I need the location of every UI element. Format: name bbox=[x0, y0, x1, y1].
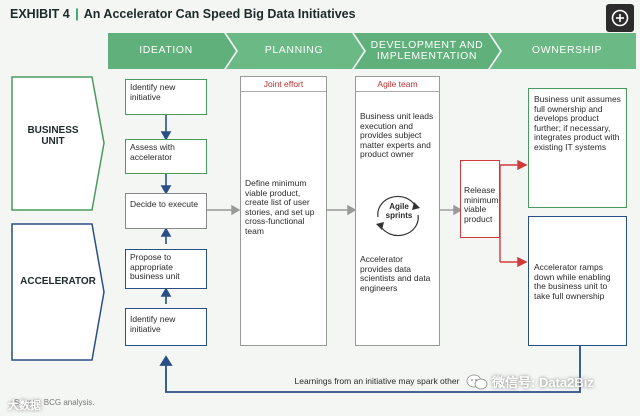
stage-chevron-ownership bbox=[490, 33, 636, 69]
lane-label-business-unit: BUSINESS UNIT bbox=[27, 125, 79, 147]
stage-label-ownership: OWNERSHIP bbox=[531, 44, 603, 57]
ownership-business-box: Business unit assumes full ownership and… bbox=[528, 88, 627, 208]
exhibit-title: EXHIBIT 4 | An Accelerator Can Speed Big… bbox=[10, 7, 356, 21]
planning-header: Joint effort bbox=[241, 77, 326, 92]
title-separator: | bbox=[75, 7, 79, 21]
assess-with-accelerator-box: Assess with accelerator bbox=[125, 139, 207, 174]
development-business-text: Business unit leads execution and provid… bbox=[360, 111, 434, 160]
propose-to-business-unit-box: Propose to appropriate business unit bbox=[125, 249, 207, 289]
agile-sprints-label: Agile sprints bbox=[385, 202, 413, 220]
watermark-right: 微信号: Data2Biz bbox=[466, 372, 594, 391]
stage-bar bbox=[108, 33, 636, 69]
source-note: Source: BCG analysis. bbox=[14, 398, 95, 407]
stage-chevron-planning bbox=[226, 33, 364, 69]
lane-label-accelerator: ACCELERATOR bbox=[20, 276, 96, 287]
development-box: Agile team Business unit leads execution… bbox=[355, 76, 440, 346]
release-mvp-box: Release minimum viable product bbox=[460, 160, 500, 238]
planning-text: Define minimum viable product, create li… bbox=[245, 178, 315, 236]
ownership-accelerator-box: Accelerator ramps down while enabling th… bbox=[528, 216, 627, 346]
agile-sprints-cycle-icon bbox=[376, 195, 420, 237]
stage-label-planning: PLANNING bbox=[264, 44, 324, 57]
stage-chevron-ideation bbox=[108, 33, 236, 69]
stage-chevron-development bbox=[354, 33, 500, 69]
expand-button[interactable] bbox=[606, 4, 634, 32]
exhibit-title-text: An Accelerator Can Speed Big Data Initia… bbox=[83, 7, 356, 21]
feedback-loop-label: Learnings from an initiative may spark o… bbox=[262, 374, 492, 388]
decide-to-execute-box: Decide to execute bbox=[125, 193, 207, 229]
plus-icon bbox=[611, 9, 629, 27]
exhibit-number: EXHIBIT 4 bbox=[10, 7, 70, 21]
identify-initiative-accelerator-box: Identify new initiative bbox=[125, 308, 207, 346]
lane-chevron-business bbox=[11, 76, 105, 211]
watermark-left: 大数据 bbox=[8, 400, 41, 412]
planning-box: Joint effort Define minimum viable produ… bbox=[240, 76, 327, 346]
wechat-icon bbox=[466, 374, 488, 389]
watermark-wechat-id: 微信号: Data2Biz bbox=[492, 375, 594, 390]
development-accelerator-text: Accelerator provides data scientists and… bbox=[360, 254, 431, 293]
stage-label-development: DEVELOPMENT AND IMPLEMENTATION bbox=[370, 38, 484, 62]
identify-initiative-business-box: Identify new initiative bbox=[125, 79, 207, 115]
lane-chevron-accelerator bbox=[11, 223, 105, 361]
stage-label-ideation: IDEATION bbox=[139, 44, 193, 57]
development-header: Agile team bbox=[356, 77, 439, 92]
